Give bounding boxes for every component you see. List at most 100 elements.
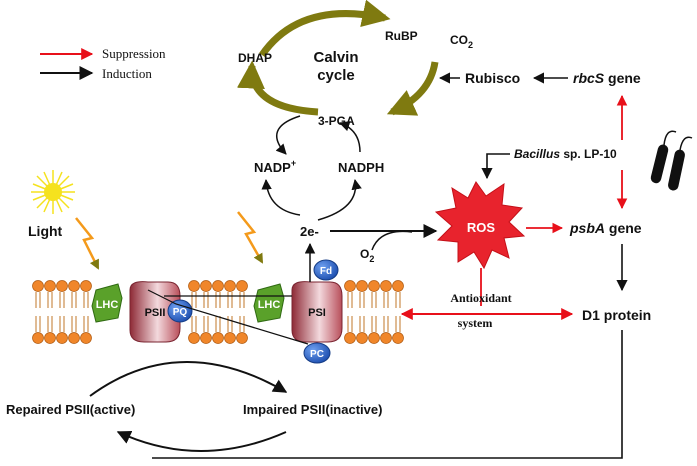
electrons-label: 2e-: [300, 224, 319, 239]
lipid-tail: [191, 292, 197, 308]
lipid-head: [368, 280, 380, 292]
lipid-head: [356, 280, 368, 292]
lipid-head: [224, 332, 236, 344]
repaired-to-impaired-arrow: [89, 361, 288, 397]
lipid-tail: [203, 316, 209, 332]
lipid-tail: [191, 316, 197, 332]
lipid-head: [392, 332, 404, 344]
lipid-head: [380, 332, 392, 344]
antioxidant-label: Antioxidant: [450, 291, 511, 305]
thylakoid-membrane: [32, 280, 404, 344]
pga-to-nadp-arrow: [275, 115, 301, 155]
lipid-tail: [59, 316, 65, 332]
rubisco-label: Rubisco: [465, 70, 520, 86]
lipid-tail: [227, 316, 233, 332]
repaired-psii-label: Repaired PSII(active): [6, 402, 135, 417]
psba-gene-label: psbA gene: [569, 220, 642, 236]
lipid-head: [68, 280, 80, 292]
lipid-tail: [71, 292, 77, 308]
lipid-head: [56, 280, 68, 292]
lipid-tail: [371, 316, 377, 332]
antioxidant-label-2: system: [458, 316, 493, 330]
electron-to-nadp-arrow: [261, 178, 301, 216]
nadp-label: NADP+: [254, 158, 296, 175]
lipid-head: [68, 332, 80, 344]
nadph-label: NADPH: [338, 160, 384, 175]
fd-carrier: Fd: [313, 259, 339, 281]
lipid-head: [236, 332, 248, 344]
calvin-cycle-label-2: cycle: [317, 67, 355, 84]
electron-transport-path: [147, 289, 309, 345]
lipid-tail: [71, 316, 77, 332]
ros-starburst: [434, 181, 526, 270]
d1-to-impaired-arrow: [152, 330, 623, 459]
co2-label: CO2: [450, 33, 473, 50]
lipid-tail: [347, 292, 353, 308]
lipid-tail: [395, 316, 401, 332]
lipid-tail: [395, 292, 401, 308]
lipid-head: [392, 280, 404, 292]
lipid-tail: [35, 316, 41, 332]
lightning-bolt-left-icon: [75, 217, 100, 270]
d1-protein-label: D1 protein: [582, 307, 651, 323]
legend: Suppression Induction: [40, 46, 166, 81]
lipid-head: [368, 332, 380, 344]
lipid-tail: [359, 316, 365, 332]
impaired-to-repaired-arrow: [116, 430, 287, 452]
lhc-complex-2: LHC: [253, 283, 285, 323]
lipid-tail: [347, 316, 353, 332]
lipid-tail: [359, 292, 365, 308]
bacillus-to-ros-arrow: [481, 153, 510, 180]
bacillus-cells-icon: [650, 130, 693, 191]
calvin-cycle: [236, 0, 439, 116]
calvin-arrow-right: [386, 61, 439, 116]
electron-to-nadph-arrow: [317, 178, 362, 221]
lipid-head: [80, 332, 92, 344]
svg-text:PSI: PSI: [308, 307, 326, 319]
legend-suppression-label: Suppression: [102, 46, 166, 61]
rubp-label: RuBP: [385, 29, 418, 43]
lipid-head: [200, 332, 212, 344]
nadph-to-pga-arrow: [339, 121, 361, 153]
lipid-head: [212, 332, 224, 344]
lipid-head: [200, 280, 212, 292]
svg-text:Fd: Fd: [320, 266, 332, 277]
lipid-head: [236, 280, 248, 292]
lipid-tail: [215, 292, 221, 308]
ros-label: ROS: [467, 220, 496, 235]
lipid-tail: [239, 292, 245, 308]
lipid-head: [212, 280, 224, 292]
lipid-tail: [83, 316, 89, 332]
pga-label: 3-PGA: [318, 114, 355, 128]
lipid-head: [188, 280, 200, 292]
legend-induction-label: Induction: [102, 66, 152, 81]
lipid-tail: [83, 292, 89, 308]
svg-text:LHC: LHC: [258, 299, 281, 311]
o2-label: O2: [360, 247, 374, 264]
lipid-tail: [383, 292, 389, 308]
lipid-head: [44, 280, 56, 292]
lipid-head: [356, 332, 368, 344]
lipid-tail: [383, 316, 389, 332]
lipid-tail: [35, 292, 41, 308]
lipid-tail: [215, 316, 221, 332]
lightning-bolt-right-icon: [237, 211, 264, 264]
psii-complex: PSII: [129, 281, 181, 343]
lipid-head: [224, 280, 236, 292]
sun-icon: [31, 170, 75, 214]
pc-carrier: PC: [303, 342, 331, 364]
light-label: Light: [28, 223, 63, 239]
pq-carrier: PQ: [167, 299, 193, 323]
svg-text:PSII: PSII: [145, 307, 166, 319]
calvin-cycle-label: Calvin: [313, 49, 358, 66]
lipid-head: [344, 332, 356, 344]
lipid-tail: [227, 292, 233, 308]
psi-complex: PSI: [291, 281, 343, 343]
lipid-head: [80, 280, 92, 292]
lipid-head: [32, 332, 44, 344]
dhap-label: DHAP: [238, 51, 272, 65]
lipid-tail: [47, 316, 53, 332]
calvin-arrow-left: [236, 60, 319, 116]
bacillus-label: Bacillus sp. LP-10: [514, 147, 617, 161]
